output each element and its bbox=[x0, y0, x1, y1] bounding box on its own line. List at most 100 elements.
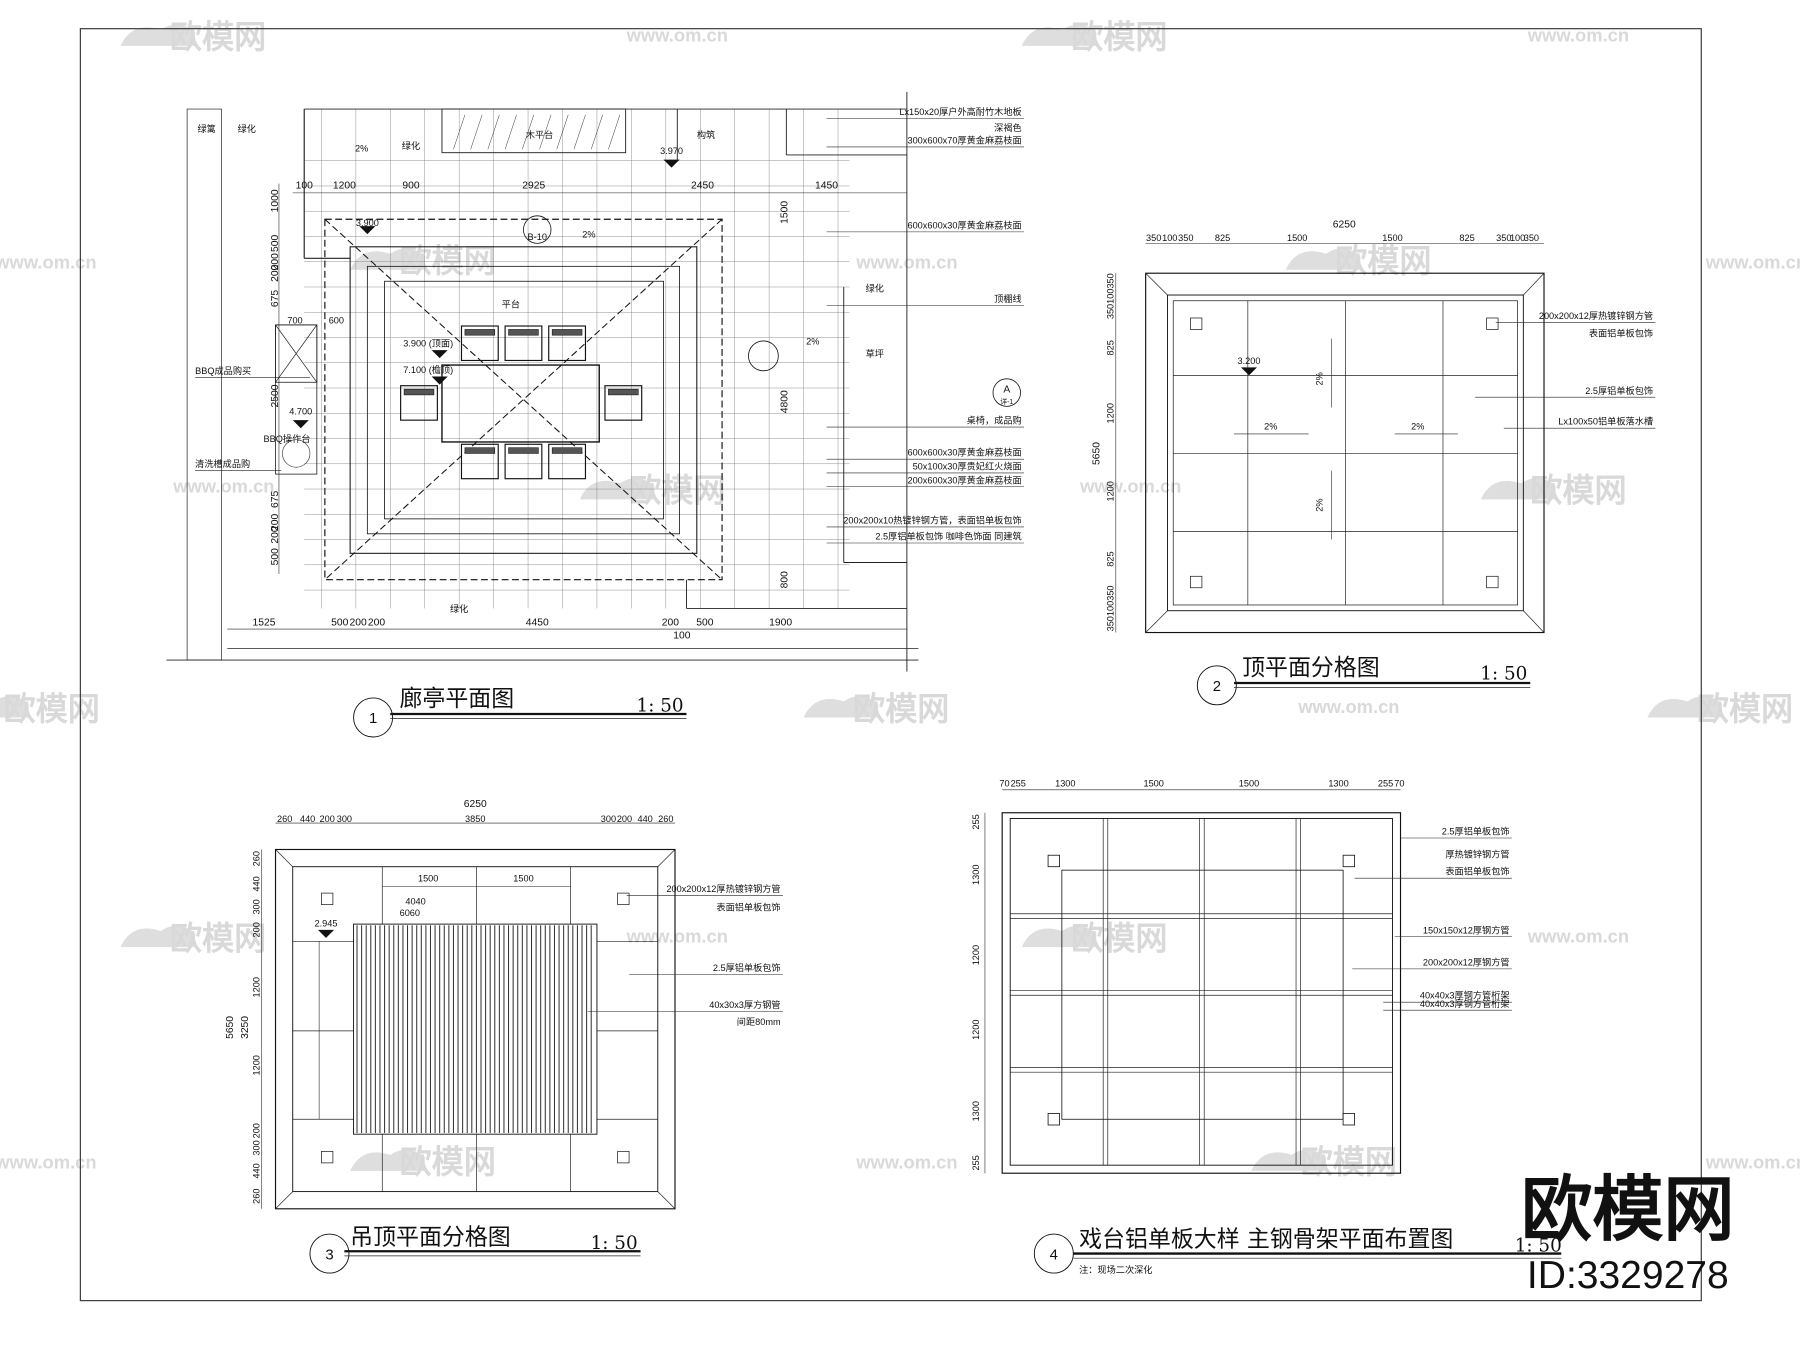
dimension-text: 300 bbox=[251, 899, 261, 914]
boundary-strip bbox=[186, 108, 222, 661]
section-letter: A bbox=[1003, 385, 1010, 396]
frame-inner bbox=[1061, 869, 1344, 1120]
elevation-marker-icon bbox=[359, 226, 376, 235]
roof-outline-dashed bbox=[324, 218, 723, 581]
dimension-text: 1500 bbox=[418, 874, 438, 884]
drawing-number: 3 bbox=[325, 1246, 333, 1263]
plan-label: 绿化 bbox=[450, 603, 468, 614]
watermark-logo-text: 欧模网 bbox=[853, 691, 949, 727]
line bbox=[556, 114, 569, 150]
watermark-logo-text: 欧模网 bbox=[170, 19, 266, 55]
callout-text: Lx100x50铝单板落水槽 bbox=[1558, 416, 1653, 427]
line bbox=[324, 218, 723, 581]
watermark-url-text: www.om.cn bbox=[0, 1152, 97, 1173]
watermark-logo-text: 欧模网 bbox=[1697, 691, 1793, 727]
dimension-text: 1500 bbox=[1287, 233, 1307, 243]
dimension-text: 200 bbox=[662, 618, 679, 629]
plan-label: 700 bbox=[287, 316, 302, 326]
section-sub: 详-1 bbox=[1000, 397, 1013, 406]
watermark-url-text: www.om.cn bbox=[1527, 24, 1629, 45]
chair-icon bbox=[400, 385, 438, 421]
column-square bbox=[1486, 575, 1499, 589]
plan-label: B-10 bbox=[528, 232, 547, 242]
column-square bbox=[617, 1151, 630, 1164]
chair-back bbox=[403, 388, 435, 396]
drawing-title: 顶平面分格图 bbox=[1242, 655, 1380, 681]
dimension-text: 200 bbox=[270, 253, 281, 270]
line bbox=[539, 114, 552, 150]
dimension-text: 200 bbox=[270, 264, 281, 281]
line bbox=[657, 849, 676, 867]
callout-text: 300x600x70厚黄金麻荔枝面 bbox=[907, 134, 1021, 145]
watermark-url-text: www.om.cn bbox=[0, 252, 97, 273]
dimension-text: 255 bbox=[971, 814, 981, 829]
pavilion-outline bbox=[349, 246, 698, 554]
callout-text: 桌椅，成品购 bbox=[967, 415, 1022, 426]
watermark-logo-text: 欧模网 bbox=[1071, 920, 1167, 956]
chair-back bbox=[508, 447, 539, 454]
column-square bbox=[1047, 854, 1060, 868]
watermark-url-text: www.om.cn bbox=[1705, 252, 1800, 273]
dimension-text: 1200 bbox=[251, 977, 261, 997]
dimension-text: 350100350 bbox=[1106, 585, 1116, 631]
callout-text: 表面铝单板包饰 bbox=[1589, 327, 1653, 338]
chair-icon bbox=[548, 443, 587, 480]
column-square bbox=[321, 892, 334, 905]
dimension-text: 100 bbox=[673, 630, 690, 641]
drawing-number-circle bbox=[353, 697, 394, 738]
dimension-text: 825 bbox=[1106, 551, 1116, 566]
watermark-logo-text: 欧模网 bbox=[400, 1144, 496, 1180]
callout-text: 200x200x12厚热镀锌钢方管 bbox=[1539, 310, 1653, 321]
chair-icon bbox=[504, 443, 543, 480]
plan-label: 平台 bbox=[502, 299, 520, 310]
watermark-logo-text: 欧模网 bbox=[3, 691, 99, 727]
watermark-logo-icon bbox=[350, 1149, 425, 1171]
slope-text: 2% bbox=[1411, 421, 1424, 431]
watermark-logo-icon bbox=[120, 925, 196, 948]
dimension-text: 3250 bbox=[240, 1016, 251, 1039]
plan-label: 2% bbox=[582, 230, 595, 240]
dimension-text: 300 bbox=[251, 1140, 261, 1155]
dimension-text: 6250 bbox=[1333, 219, 1356, 230]
slope-text: 2% bbox=[1264, 421, 1277, 431]
dimension-text: 6060 bbox=[400, 908, 420, 918]
chair-icon bbox=[460, 325, 499, 362]
watermark-logo-icon bbox=[803, 696, 879, 718]
dimension-text: 200 bbox=[251, 922, 261, 937]
dimension-text: 350 bbox=[1178, 233, 1193, 243]
drawing-title: 廊亭平面图 bbox=[399, 686, 514, 712]
watermark-url-text: www.om.cn bbox=[1297, 696, 1399, 717]
callout-text: 150x150x12厚钢方管 bbox=[1423, 924, 1510, 935]
stage-inner bbox=[1009, 818, 1393, 1166]
plan-label: 绿化 bbox=[866, 283, 884, 294]
dimension-text: 675 bbox=[270, 290, 281, 307]
dimension-text: 350100350 bbox=[1106, 273, 1116, 319]
watermark-logo-icon bbox=[1285, 248, 1361, 270]
dimension-text: 440 bbox=[251, 876, 261, 891]
dimension-text: 500 bbox=[331, 618, 348, 629]
dimension-text: 350 bbox=[1146, 233, 1161, 243]
line bbox=[573, 114, 586, 150]
chair-back bbox=[464, 329, 496, 336]
chair-back bbox=[551, 447, 583, 454]
brand-watermark: 欧模网 bbox=[1521, 1171, 1734, 1250]
watermark-logo-text: 欧模网 bbox=[629, 473, 725, 509]
callout-text: 顶棚线 bbox=[994, 293, 1022, 304]
chair-icon bbox=[460, 443, 499, 480]
watermark-url-text: www.om.cn bbox=[1527, 925, 1629, 946]
line bbox=[1145, 610, 1168, 633]
watermark-logo-icon bbox=[579, 478, 655, 500]
platform bbox=[384, 280, 664, 520]
dimension-text: 260 bbox=[251, 851, 261, 866]
line bbox=[453, 114, 466, 150]
dimension-text: 2925 bbox=[522, 180, 545, 191]
dimension-text: 300 bbox=[601, 814, 616, 824]
line bbox=[275, 324, 318, 383]
section-mark-b10 bbox=[748, 340, 779, 372]
pavilion-inner bbox=[366, 265, 680, 535]
dimension-text: 200 bbox=[251, 1123, 261, 1138]
watermark-url-text: www.om.cn bbox=[626, 925, 728, 946]
callout-text: 600x600x30厚黄金麻荔枝面 bbox=[907, 219, 1021, 230]
